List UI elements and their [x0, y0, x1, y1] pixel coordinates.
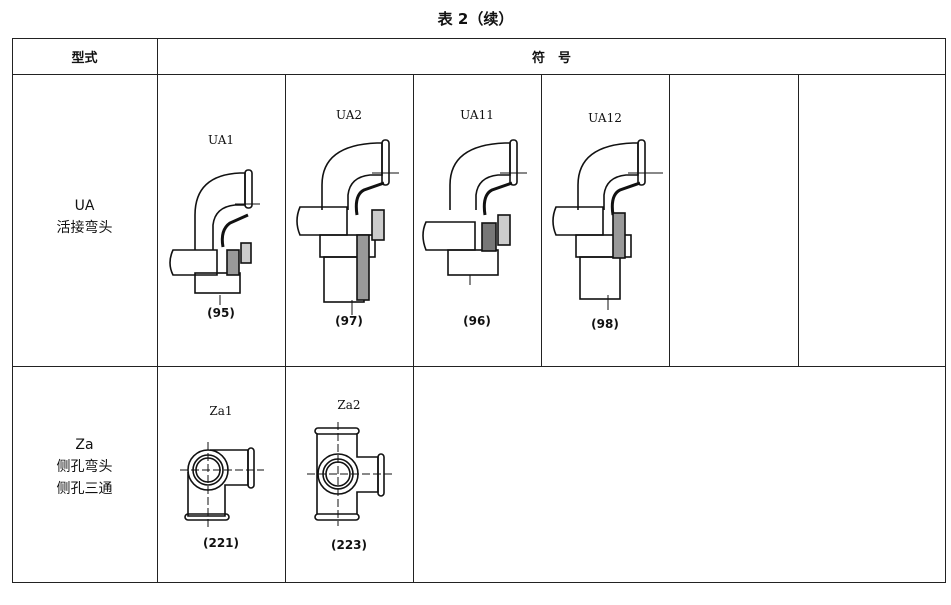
symbol-label: UA12 [588, 111, 622, 125]
type-code: Za [75, 437, 94, 453]
column-divider [157, 38, 158, 583]
union-elbow-male-icon [296, 139, 399, 315]
union-elbow-female-taper-icon [422, 139, 527, 285]
symbol-label: Za2 [337, 398, 361, 412]
type-name: 侧孔三通 [56, 481, 113, 497]
union-elbow-male-taper-icon [552, 139, 663, 310]
symbol-code: (97) [335, 314, 363, 328]
column-divider [669, 74, 670, 366]
symbol-code: (98) [591, 317, 619, 331]
table-title: 表 2（续） [437, 10, 514, 28]
symbol-code: (221) [202, 536, 240, 550]
side-outlet-elbow-icon [180, 442, 264, 528]
symbol-label: UA11 [460, 108, 494, 122]
column-divider [541, 74, 542, 366]
symbol-label: Za1 [209, 404, 233, 418]
symbol-label: UA1 [207, 133, 235, 147]
column-divider [413, 74, 414, 583]
symbol-code: (95) [207, 306, 235, 320]
union-elbow-female-icon [169, 169, 260, 305]
symbol-code: (223) [330, 538, 368, 552]
side-outlet-tee-icon [307, 422, 395, 526]
row-type-za: Za 侧孔弯头 侧孔三通 [12, 434, 157, 500]
row-type-ua: UA 活接弯头 [12, 195, 157, 239]
type-name: 活接弯头 [56, 220, 113, 236]
header-divider [12, 74, 946, 75]
row-divider [12, 366, 946, 367]
symbol-label: UA2 [335, 108, 363, 122]
header-symbol: 符 号 [531, 51, 571, 66]
type-name: 侧孔弯头 [56, 459, 113, 475]
symbol-table [12, 38, 946, 583]
symbol-code: (96) [463, 314, 491, 328]
column-divider [285, 74, 286, 583]
column-divider [798, 74, 799, 366]
header-type: 型式 [71, 51, 98, 66]
type-code: UA [74, 198, 95, 214]
